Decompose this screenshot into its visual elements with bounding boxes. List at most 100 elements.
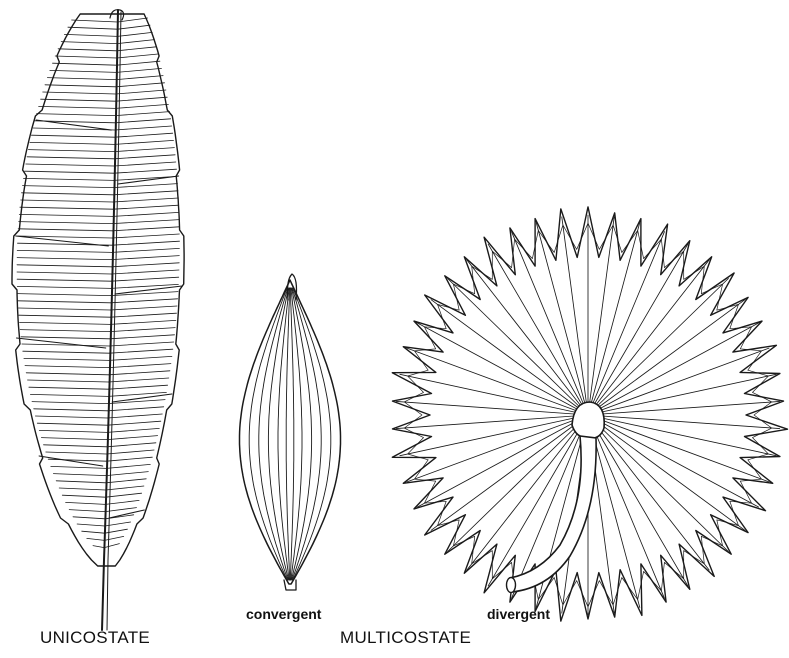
label-unicostate: UNICOSTATE <box>40 628 150 648</box>
leaf-vein <box>115 140 174 144</box>
fan-rib <box>488 415 588 586</box>
leaf-vein <box>112 248 179 252</box>
leaf-vein <box>114 184 178 188</box>
leaf-vein <box>115 126 172 130</box>
leaf-vein <box>112 256 180 260</box>
leaf-vein <box>22 193 114 195</box>
leaf-vein <box>19 214 113 216</box>
leaf-vein <box>111 299 178 303</box>
leaf-vein <box>31 135 114 137</box>
leaf-vein <box>110 306 177 310</box>
leaf-vein <box>62 495 105 497</box>
leaf-vein <box>32 402 108 404</box>
fan-rib <box>588 279 728 416</box>
fan-rib <box>588 223 640 416</box>
leaf-vein <box>61 42 117 44</box>
leaf-vein <box>105 536 124 540</box>
leaf-vein <box>25 171 114 173</box>
label-convergent: convergent <box>246 606 321 622</box>
leaf-vein <box>115 133 173 137</box>
fan-rib <box>418 415 589 507</box>
fan-rib <box>467 260 588 415</box>
leaf-vein <box>117 47 156 51</box>
leaf-vein <box>107 450 154 454</box>
leaf-vein <box>64 34 117 36</box>
leaf-vein <box>50 70 117 72</box>
unicostate-leaf <box>12 10 184 630</box>
leaf-vein <box>106 464 150 468</box>
fan-rib <box>512 232 589 415</box>
fan-rib <box>418 323 589 415</box>
leaf-vein <box>18 229 112 231</box>
leaf-vein <box>93 546 104 548</box>
leaf-vein <box>34 409 108 411</box>
leaf-vein <box>22 344 110 346</box>
leaf-vein <box>59 488 106 490</box>
leaf-vein <box>117 54 158 58</box>
leaf-vein <box>58 49 117 51</box>
leaf-vein <box>106 493 142 497</box>
leaf-vein <box>43 92 116 94</box>
leaf-vein <box>110 320 176 324</box>
leaf-vein <box>30 394 108 396</box>
leaf-vein <box>56 481 106 483</box>
leaf-vein <box>37 423 107 425</box>
leaf-vein <box>46 452 107 454</box>
leaf-vein <box>107 457 153 461</box>
leaf-vein <box>55 56 117 58</box>
leaf-vein <box>112 241 180 245</box>
leaf-vein <box>25 366 109 368</box>
leaf-vein <box>106 472 148 476</box>
leaf-vein <box>290 288 294 580</box>
leaf-vein <box>51 466 107 468</box>
leaf-vein <box>41 99 116 101</box>
leaf-vein <box>41 438 107 440</box>
leaf-vein <box>114 155 175 159</box>
leaf-vein <box>18 294 111 296</box>
leaf-vein <box>104 544 119 548</box>
leaf-tear <box>17 338 106 348</box>
leaf-vein <box>24 178 114 180</box>
fan-rib <box>488 244 588 415</box>
leaf-vein <box>107 443 156 447</box>
leaf-vein <box>21 200 113 202</box>
fan-rib <box>536 223 588 416</box>
petiole-cut-end <box>507 578 516 593</box>
leaf-vein <box>48 459 106 461</box>
leaf-vein <box>108 414 163 418</box>
leaf-vein <box>116 76 163 80</box>
label-multicostate: MULTICOSTATE <box>340 628 471 648</box>
leaf-vein <box>28 380 109 382</box>
leaf-vein <box>20 322 111 324</box>
leaf-vein <box>17 258 112 260</box>
leaf-vein <box>35 416 107 418</box>
label-divergent: divergent <box>487 606 550 622</box>
leaf-vein <box>118 25 150 29</box>
leaf-vein <box>109 371 170 375</box>
fan-rib <box>588 415 728 552</box>
leaf-vein <box>117 61 160 65</box>
divergent-leaf <box>392 207 787 621</box>
leaf-vein <box>18 308 110 310</box>
leaf-vein <box>114 169 177 173</box>
leaf-vein <box>23 351 110 353</box>
leaf-tear <box>109 510 144 518</box>
convergent-leaf <box>240 274 341 590</box>
leaf-vein <box>109 364 171 368</box>
leaf-vein <box>23 186 114 188</box>
leaf-vein <box>109 356 172 360</box>
leaf-vein <box>113 212 179 216</box>
leaf-vein <box>47 78 116 80</box>
leaf-vein <box>114 176 177 180</box>
leaf-vein <box>106 479 146 483</box>
leaf-vein <box>26 164 114 166</box>
leaf-vein <box>112 227 179 231</box>
fan-rib <box>588 232 665 415</box>
leaf-vein <box>28 150 114 152</box>
leaf-vein <box>18 301 111 303</box>
fan-rib <box>588 260 709 415</box>
leaf-vein <box>77 524 105 526</box>
leaf-vein <box>117 32 152 36</box>
